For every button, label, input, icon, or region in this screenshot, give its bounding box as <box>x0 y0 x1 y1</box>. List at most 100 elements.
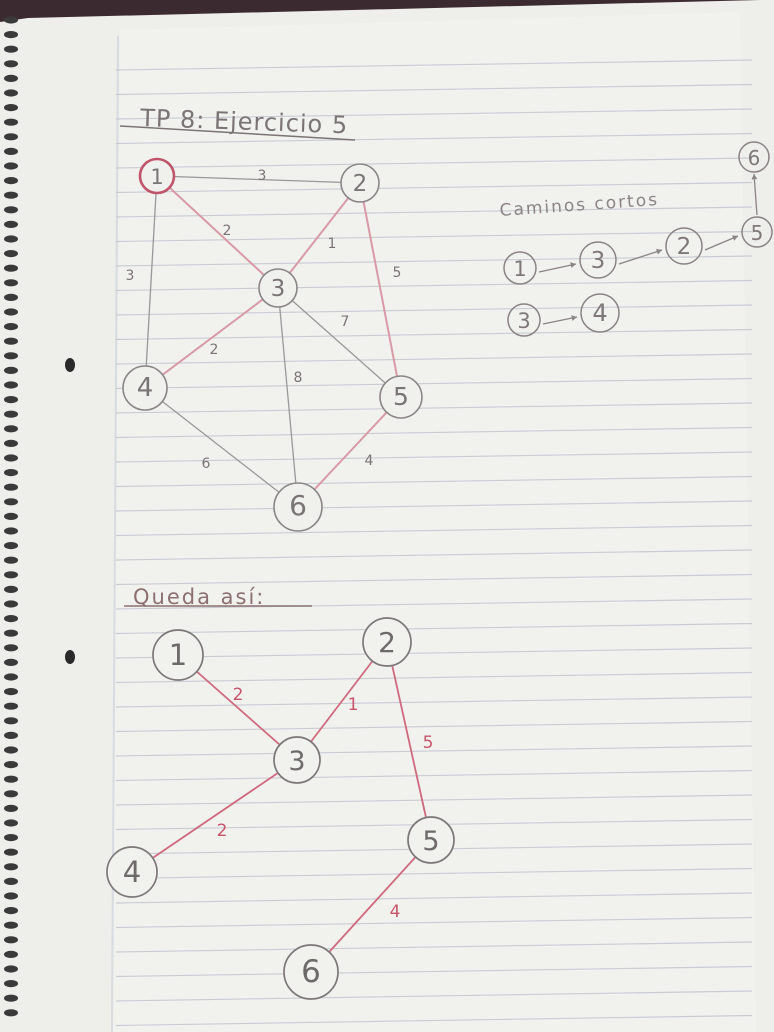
path-node-3 <box>579 241 617 279</box>
spiral-ring <box>4 571 18 579</box>
spiral-ring <box>4 921 18 929</box>
path-node-label: 4 <box>592 299 607 327</box>
arrow-head <box>751 174 758 180</box>
tree-edge-3-4 <box>131 759 298 873</box>
spiral-ring <box>4 542 18 550</box>
tree-edge-2-5 <box>386 641 432 841</box>
ruled-line <box>115 549 753 561</box>
ruled-line <box>115 132 753 145</box>
path-arrow <box>704 235 739 251</box>
graph-edge-1-2 <box>156 175 361 184</box>
graph-node-1 <box>138 157 176 195</box>
spiral-ring <box>4 600 18 608</box>
tree-edge-weight: 4 <box>390 902 401 922</box>
ruled-line <box>115 304 753 316</box>
spiral-ring <box>4 804 18 813</box>
path-arrow <box>542 316 578 325</box>
spiral-ring <box>4 907 18 915</box>
ruled-line <box>115 157 753 169</box>
graph-edge-2-3 <box>277 182 361 289</box>
spiral-ring <box>4 980 18 988</box>
spiral-ring <box>4 264 18 272</box>
ruled-line <box>115 769 753 782</box>
ruled-line <box>115 598 753 610</box>
spiral-ring <box>4 133 18 141</box>
tree-edge-5-6 <box>310 839 432 973</box>
spiral-ring <box>4 147 18 155</box>
ruled-line <box>115 108 753 120</box>
path-node-2 <box>665 227 703 265</box>
graph-edges <box>144 175 402 508</box>
spiral-ring <box>4 469 18 477</box>
arrow-head <box>570 262 576 268</box>
graph-edge-1-3 <box>156 175 279 289</box>
tree-node-label: 6 <box>301 954 321 990</box>
tree-node-label: 5 <box>422 826 439 857</box>
spiral-ring <box>4 16 18 24</box>
path-arrow <box>618 249 663 265</box>
graph-edge-weight: 6 <box>202 456 211 472</box>
graph-edge-2-5 <box>359 182 402 398</box>
spiral-ring <box>4 118 18 126</box>
spiral-ring <box>4 30 18 39</box>
ruled-lines <box>115 59 753 1027</box>
tree-edge-1-3 <box>177 654 298 761</box>
spiral-ring <box>4 746 18 754</box>
spiral-ring <box>4 556 18 564</box>
tree-edge-weight: 1 <box>348 695 359 715</box>
ruled-line <box>115 1014 753 1027</box>
spiral-ring <box>4 731 18 740</box>
spiral-binding <box>4 16 18 1017</box>
spiral-ring <box>4 60 18 68</box>
title-underline <box>119 125 356 141</box>
ruled-line <box>115 720 753 733</box>
spiral-ring <box>4 104 18 112</box>
arrow-head <box>656 248 662 255</box>
path-arrow <box>753 173 758 216</box>
spiral-ring <box>4 45 18 53</box>
spiral-ring <box>4 250 18 258</box>
spiral-ring <box>4 527 18 535</box>
ruled-line <box>115 647 753 659</box>
ruled-line <box>115 255 753 267</box>
spiral-ring <box>4 454 18 462</box>
spiral-ring <box>4 308 18 316</box>
spiral-ring <box>4 483 18 491</box>
path-node-label: 3 <box>591 248 606 274</box>
path-node-label: 5 <box>751 221 764 245</box>
path-node-label: 6 <box>748 146 761 170</box>
spiral-ring <box>4 177 18 185</box>
graph-edge-weight: 3 <box>258 168 267 184</box>
spiral-ring <box>4 293 18 301</box>
spiral-ring <box>4 220 18 228</box>
tree-node-2 <box>362 617 412 667</box>
ruled-line <box>115 353 753 365</box>
spiral-ring <box>4 848 18 856</box>
spiral-ring <box>4 673 18 681</box>
tree-edges <box>131 641 432 973</box>
spiral-ring <box>4 337 18 345</box>
ruled-line <box>115 83 753 96</box>
punch-hole-bottom <box>65 650 75 664</box>
graph-node-6 <box>273 482 323 532</box>
ruled-line <box>115 524 753 537</box>
spiral-ring <box>4 834 18 842</box>
ruled-line <box>115 279 753 292</box>
spiral-ring <box>4 74 18 82</box>
graph-edge-weight: 5 <box>393 265 402 281</box>
spiral-ring <box>4 396 18 404</box>
ruled-line <box>115 696 753 708</box>
spiral-ring <box>4 206 18 214</box>
graph-node-5 <box>379 375 423 419</box>
ruled-line <box>115 426 753 439</box>
tree-node-6 <box>283 944 339 1000</box>
spiral-ring <box>4 644 18 652</box>
ruled-line <box>115 206 753 218</box>
spiral-ring <box>4 892 18 900</box>
path-node-1 <box>503 251 537 285</box>
spiral-ring <box>4 381 18 389</box>
tree-node-label: 2 <box>378 626 396 659</box>
spiral-ring <box>4 279 18 287</box>
